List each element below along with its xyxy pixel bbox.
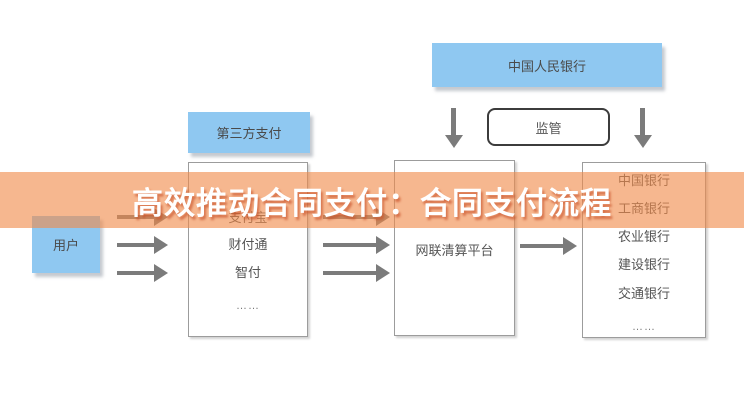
nets-platform-label: 网联清算平台 [415,243,494,258]
arrow-nets-to-banks-icon [520,237,577,255]
third-party-header-node: 第三方支付 [188,112,310,153]
title-banner: 高效推动合同支付：合同支付流程 [0,172,744,228]
arrow-tp-to-nets-2-icon [323,236,390,254]
third-party-header-label: 第三方支付 [216,126,282,141]
arrow-user-to-tp-2-icon [117,236,168,254]
arrow-down-to-banks-icon [634,108,652,148]
arrow-down-to-nets-icon [445,108,463,148]
third-party-item-ellipsis: …… [236,300,260,312]
arrow-tp-to-nets-3-icon [323,264,390,282]
third-party-item: 财付通 [228,237,268,252]
supervision-label: 监管 [535,120,562,136]
supervision-node: 监管 [487,108,610,146]
bank-item: 交通银行 [617,286,670,301]
arrow-user-to-tp-3-icon [117,264,168,282]
pboc-node: 中国人民银行 [432,43,662,87]
third-party-item: 智付 [234,265,261,280]
user-label: 用户 [52,238,79,253]
bank-item-ellipsis: …… [632,321,656,333]
page-title: 高效推动合同支付：合同支付流程 [132,185,612,221]
bank-item: 农业银行 [617,229,670,244]
bank-item: 建设银行 [617,257,670,272]
pboc-label: 中国人民银行 [507,58,586,74]
